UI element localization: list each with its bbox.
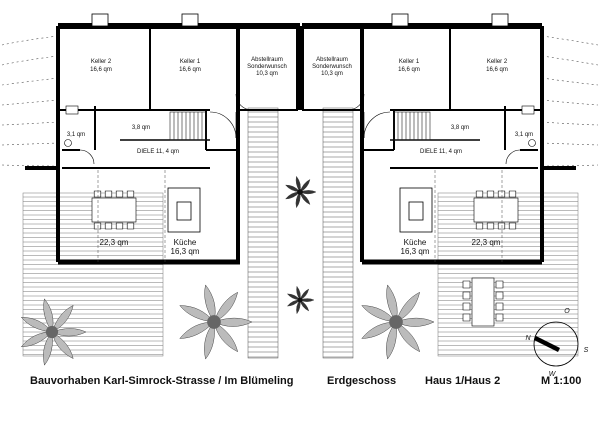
abstell-sub-h2: Sonderwunsch <box>312 64 352 70</box>
kitchen-island-h1 <box>167 187 201 233</box>
terrace-left <box>22 192 164 357</box>
abstell-area-h1: 10,3 qm <box>256 71 278 77</box>
keller1-area-h2: 16,6 qm <box>398 67 420 73</box>
kueche-area-h1: 16,3 qm <box>171 247 200 256</box>
room-labels-house-1: Keller 2 16,6 qm Keller 1 16,6 qm Abstel… <box>67 57 287 256</box>
keller2-name-h2: Keller 2 <box>487 59 508 65</box>
abstell-area-h2: 10,3 qm <box>321 71 343 77</box>
abstell-sub-h1: Sonderwunsch <box>247 64 287 70</box>
compass-o: O <box>564 308 570 315</box>
tree-icon <box>179 284 253 360</box>
wc-fixtures <box>64 105 536 147</box>
abstell-name-h1: Abstellraum <box>251 57 283 63</box>
dining-table-h2 <box>473 190 519 230</box>
kueche-name-h1: Küche <box>174 238 197 247</box>
central-path-right <box>322 107 354 359</box>
keller2-area-h2: 16,6 qm <box>486 67 508 73</box>
central-path-left <box>247 107 279 359</box>
wc-area-h2: 3,1 qm <box>515 132 533 138</box>
keller1-area-h1: 16,6 qm <box>179 67 201 73</box>
corridor-area-h2: 3,8 qm <box>451 125 469 131</box>
keller1-name-h2: Keller 1 <box>399 59 420 65</box>
compass-n: N <box>525 335 531 342</box>
compass-w: W <box>549 371 557 378</box>
tree-icon <box>20 298 87 366</box>
kueche-name-h2: Küche <box>404 238 427 247</box>
houses-title: Haus 1/Haus 2 <box>425 375 501 387</box>
terrace-table <box>462 277 504 327</box>
inner-stairs <box>169 111 431 141</box>
tree-icon <box>286 285 315 315</box>
corridor-area-h1: 3,8 qm <box>132 125 150 131</box>
room-labels-house-2: Abstellraum Sonderwunsch 10,3 qm Keller … <box>312 57 533 256</box>
trees <box>20 175 435 366</box>
tree-icon <box>285 175 317 209</box>
abstell-name-h2: Abstellraum <box>316 57 348 63</box>
dining-table-h1 <box>91 190 137 230</box>
dashed-separators <box>97 170 503 262</box>
keller2-area-h1: 16,6 qm <box>90 67 112 73</box>
tree-icon <box>361 284 435 360</box>
terrain-lines <box>1 35 599 167</box>
project-title: Bauvorhaben Karl-Simrock-Strasse / Im Bl… <box>30 375 294 387</box>
diele-h2: DIELE 11, 4 qm <box>420 149 462 155</box>
compass-s: S <box>584 347 589 354</box>
wc-area-h1: 3,1 qm <box>67 132 85 138</box>
keller2-name-h1: Keller 2 <box>91 59 112 65</box>
floor-title: Erdgeschoss <box>327 375 397 387</box>
compass: N O S W <box>525 308 588 378</box>
wohnen-area-h1: 22,3 qm <box>100 238 129 247</box>
keller1-name-h1: Keller 1 <box>180 59 201 65</box>
scale-label: M 1:100 <box>541 375 582 387</box>
door-swings <box>79 93 521 165</box>
diele-h1: DIELE 11, 4 qm <box>137 149 179 155</box>
kueche-area-h2: 16,3 qm <box>401 247 430 256</box>
wohnen-area-h2: 22,3 qm <box>472 238 501 247</box>
kitchen-island-h2 <box>399 187 433 233</box>
windows-top <box>91 13 509 27</box>
